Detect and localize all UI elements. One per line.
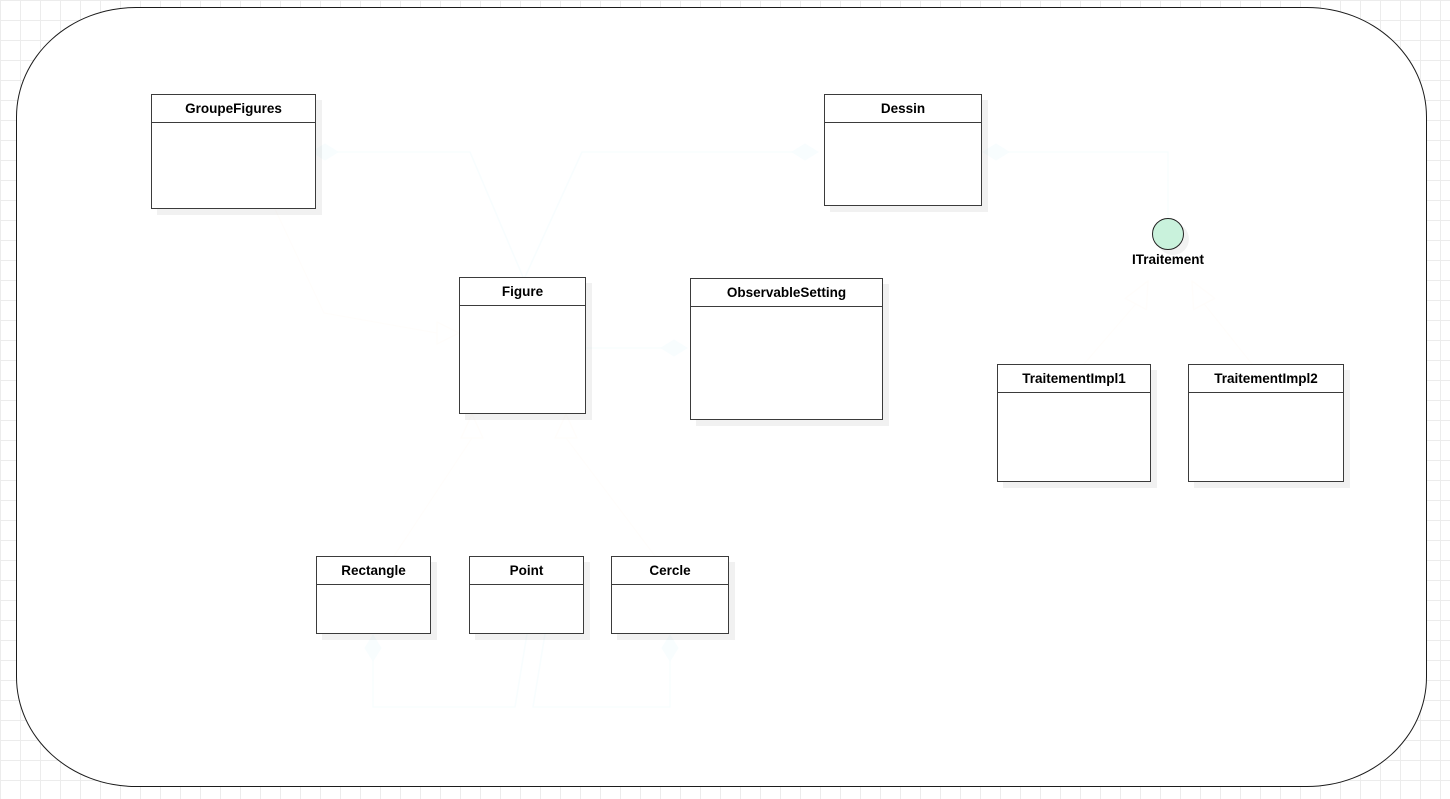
class-node-cercle[interactable]: Cercle: [611, 556, 729, 634]
class-node-figure[interactable]: Figure: [459, 277, 586, 414]
class-node-title: TraitementImpl1: [998, 365, 1150, 393]
class-node-groupefigures[interactable]: GroupeFigures: [151, 94, 316, 209]
class-node-title: ObservableSetting: [691, 279, 882, 307]
interface-label: ITraitement: [1131, 252, 1205, 267]
class-node-title: Rectangle: [317, 557, 430, 585]
class-node-members-compartment: [317, 585, 430, 633]
class-node-members-compartment: [1189, 393, 1343, 481]
class-node-title: Figure: [460, 278, 585, 306]
class-node-title: TraitementImpl2: [1189, 365, 1343, 393]
class-node-title: Dessin: [825, 95, 981, 123]
class-node-members-compartment: [825, 123, 981, 205]
class-node-members-compartment: [470, 585, 583, 633]
class-node-traitementimpl2[interactable]: TraitementImpl2: [1188, 364, 1344, 482]
class-node-members-compartment: [460, 306, 585, 413]
class-node-members-compartment: [612, 585, 728, 633]
interface-circle-icon: [1152, 218, 1184, 250]
interface-node-itraitement[interactable]: ITraitement: [1132, 218, 1204, 267]
class-node-dessin[interactable]: Dessin: [824, 94, 982, 206]
class-node-members-compartment: [998, 393, 1150, 481]
class-node-title: GroupeFigures: [152, 95, 315, 123]
class-node-title: Cercle: [612, 557, 728, 585]
class-node-members-compartment: [152, 123, 315, 208]
class-node-point[interactable]: Point: [469, 556, 584, 634]
class-node-observablesetting[interactable]: ObservableSetting: [690, 278, 883, 420]
class-node-title: Point: [470, 557, 583, 585]
class-node-rectangle[interactable]: Rectangle: [316, 556, 431, 634]
class-node-members-compartment: [691, 307, 882, 419]
class-node-traitementimpl1[interactable]: TraitementImpl1: [997, 364, 1151, 482]
